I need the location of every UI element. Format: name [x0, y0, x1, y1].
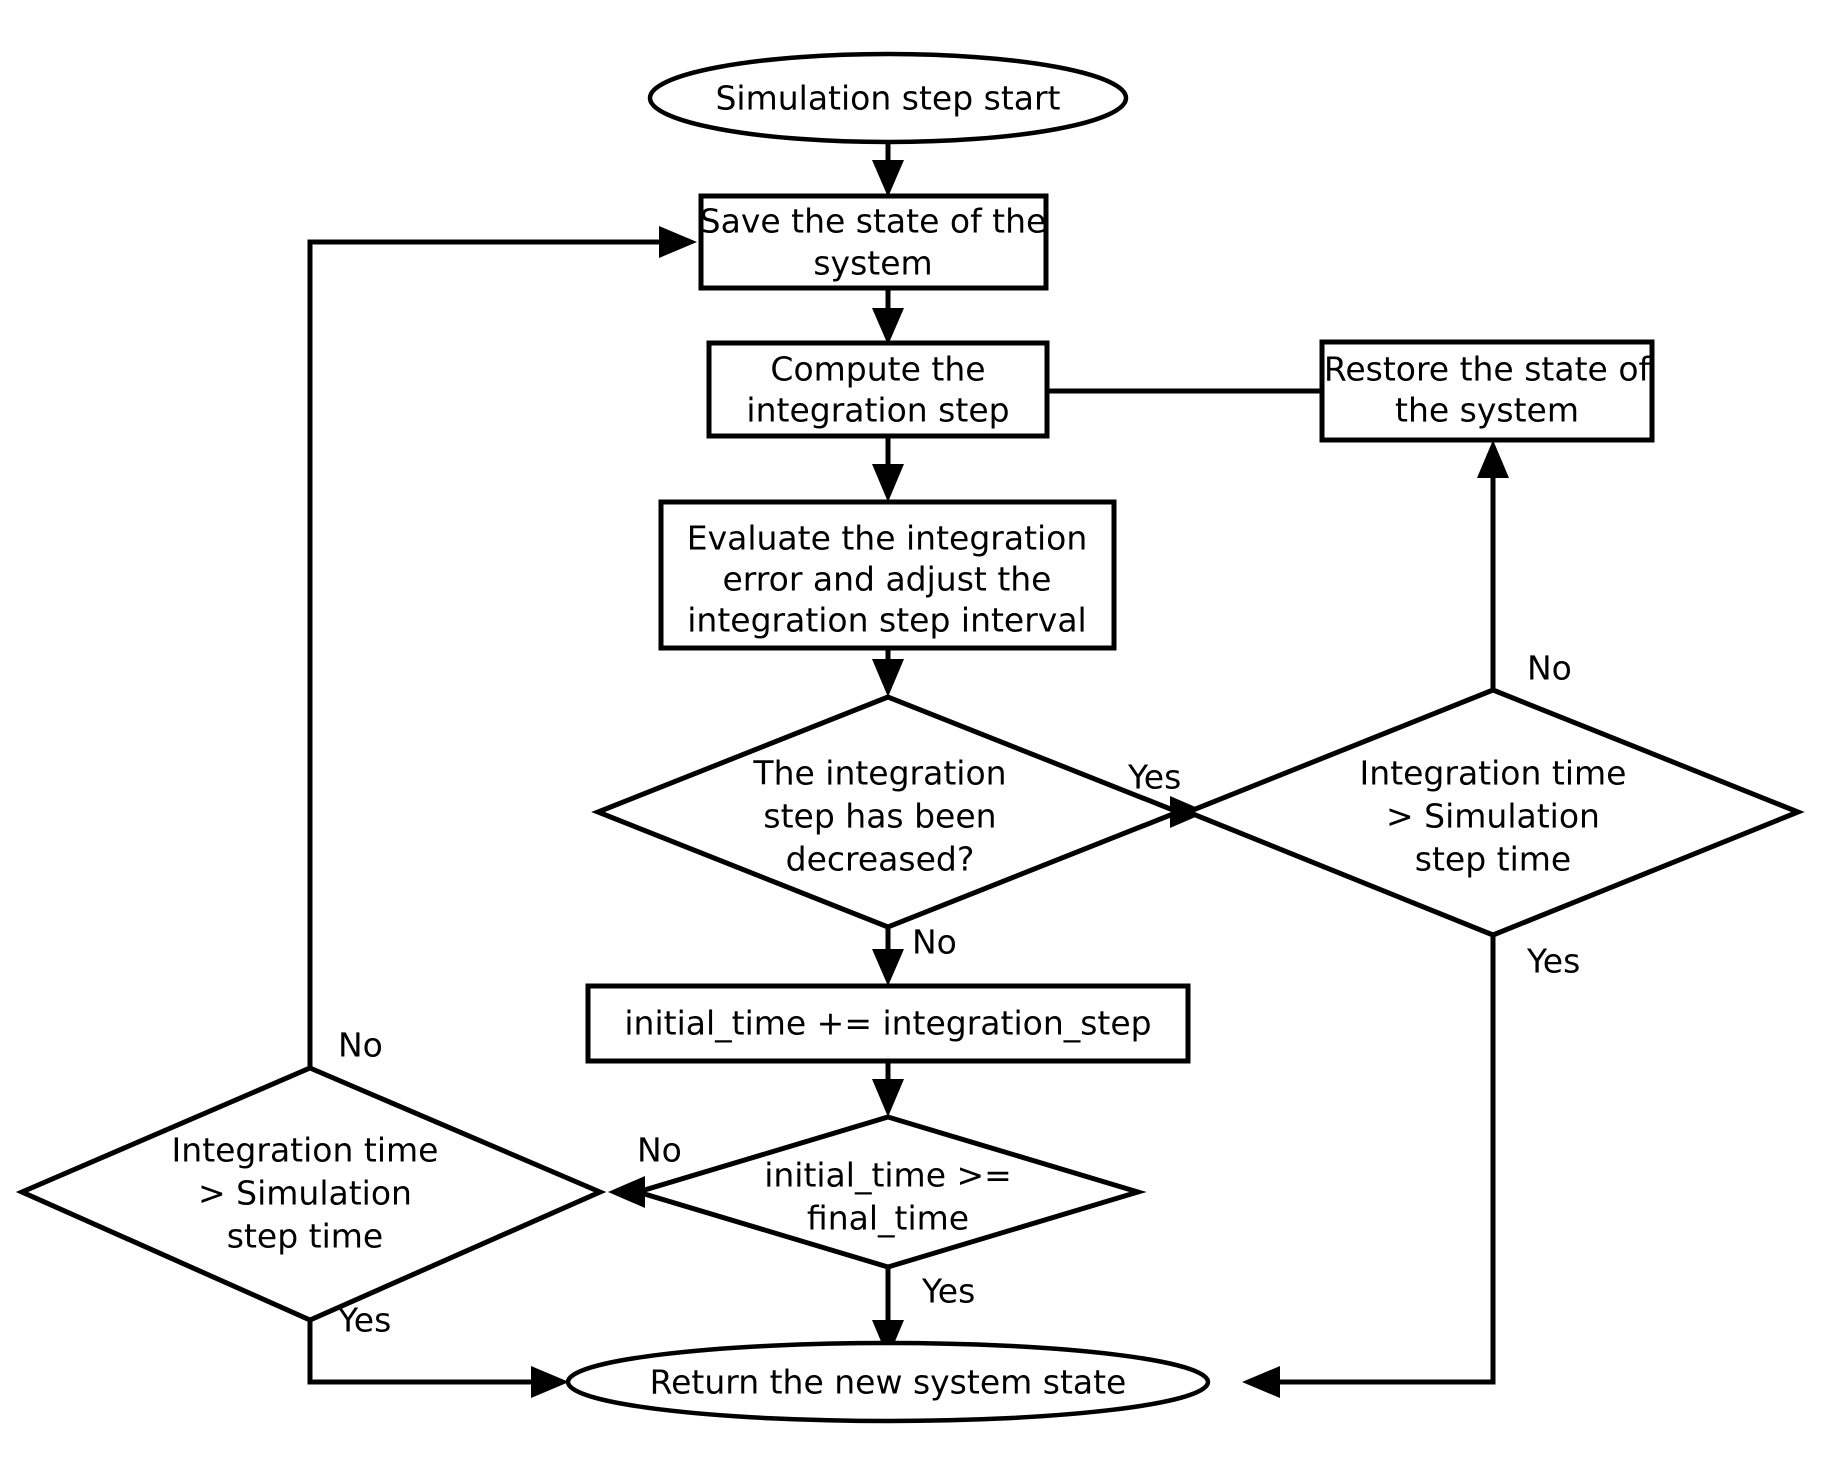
node-decreased-decision[interactable]: The integration step has been decreased?: [591, 694, 1185, 930]
int-time-right-label-line3: step time: [1415, 840, 1571, 879]
node-int-time-right-decision[interactable]: Integration time > Simulation step time: [1181, 687, 1805, 938]
edge-int-time-right-yes-to-end: [1242, 935, 1496, 1398]
edge-final-time-yes-to-end: [872, 1267, 904, 1358]
edge-int-time-left-yes-to-end: [307, 1320, 569, 1398]
int-time-right-label-line2: > Simulation: [1386, 797, 1600, 836]
edge-evaluate-error-to-decreased-decision: [872, 648, 904, 697]
node-final-time-decision[interactable]: initial_time >= final_time: [629, 1114, 1147, 1270]
node-start[interactable]: Simulation step start: [647, 51, 1129, 145]
edge-compute-step-to-evaluate-error: [872, 436, 904, 502]
int-time-left-label-line2: > Simulation: [198, 1174, 412, 1213]
int-time-left-label-line1: Integration time: [172, 1131, 439, 1170]
save-state-label-line1: Save the state of the: [700, 202, 1047, 241]
node-restore-state[interactable]: Restore the state of the system: [1319, 339, 1655, 443]
node-evaluate-error[interactable]: Evaluate the integration error and adjus…: [658, 499, 1117, 651]
edge-save-state-to-compute-step: [872, 288, 904, 345]
start-terminator-shape: [647, 51, 1129, 145]
edge-label-int-time-right-yes: Yes: [1526, 942, 1580, 981]
edge-label-decreased-yes: Yes: [1127, 758, 1181, 797]
edge-int-time-right-no-to-restore-state: [1477, 440, 1509, 690]
edge-label-int-time-left-yes: Yes: [337, 1301, 391, 1340]
int-time-right-label-line1: Integration time: [1360, 754, 1627, 793]
advance-time-box: [585, 983, 1191, 1064]
decreased-decision-label-line3: decreased?: [786, 840, 975, 879]
int-time-left-diamond: [15, 1065, 607, 1323]
decreased-decision-diamond: [591, 694, 1185, 930]
restore-state-label-line2: the system: [1395, 391, 1579, 430]
advance-time-label: initial_time += integration_step: [624, 1004, 1151, 1043]
node-compute-step[interactable]: Compute the integration step: [706, 340, 1050, 439]
end-label: Return the new system state: [650, 1363, 1127, 1402]
edge-decreased-no-to-advance-time: [872, 927, 904, 986]
evaluate-error-label-line1: Evaluate the integration: [687, 519, 1088, 558]
compute-step-box: [706, 340, 1050, 439]
edge-label-final-time-yes: Yes: [921, 1272, 975, 1311]
decreased-decision-label-line1: The integration: [752, 754, 1006, 793]
final-time-decision-diamond: [629, 1114, 1147, 1270]
node-advance-time[interactable]: initial_time += integration_step: [585, 983, 1191, 1064]
edge-label-decreased-no: No: [912, 923, 957, 962]
restore-state-box: [1319, 339, 1655, 443]
edge-label-int-time-right-no: No: [1527, 649, 1572, 688]
restore-state-label-line1: Restore the state of: [1324, 350, 1652, 389]
start-label: Simulation step start: [715, 79, 1060, 118]
node-save-state[interactable]: Save the state of the system: [698, 193, 1049, 291]
save-state-box: [698, 193, 1049, 291]
edge-advance-time-to-final-time-decision: [872, 1061, 904, 1117]
end-terminator-shape: [565, 1340, 1211, 1424]
edge-label-final-time-no: No: [637, 1131, 682, 1170]
save-state-label-line2: system: [813, 244, 932, 283]
edge-int-time-left-no-to-save-state: [307, 226, 697, 1068]
compute-step-label-line1: Compute the: [770, 350, 985, 389]
decreased-decision-label-line2: step has been: [763, 797, 996, 836]
int-time-left-label-line3: step time: [227, 1217, 383, 1256]
evaluate-error-label-line2: error and adjust the: [723, 560, 1052, 599]
final-time-decision-label-line2: final_time: [807, 1199, 969, 1238]
evaluate-error-box: [658, 499, 1117, 651]
compute-step-label-line2: integration step: [746, 391, 1009, 430]
edge-label-int-time-left-no: No: [338, 1026, 383, 1065]
final-time-decision-label-line1: initial_time >=: [764, 1156, 1012, 1195]
node-end[interactable]: Return the new system state: [565, 1340, 1211, 1424]
int-time-right-diamond: [1181, 687, 1805, 938]
evaluate-error-label-line3: integration step interval: [687, 601, 1086, 640]
node-int-time-left-decision[interactable]: Integration time > Simulation step time: [15, 1065, 607, 1323]
